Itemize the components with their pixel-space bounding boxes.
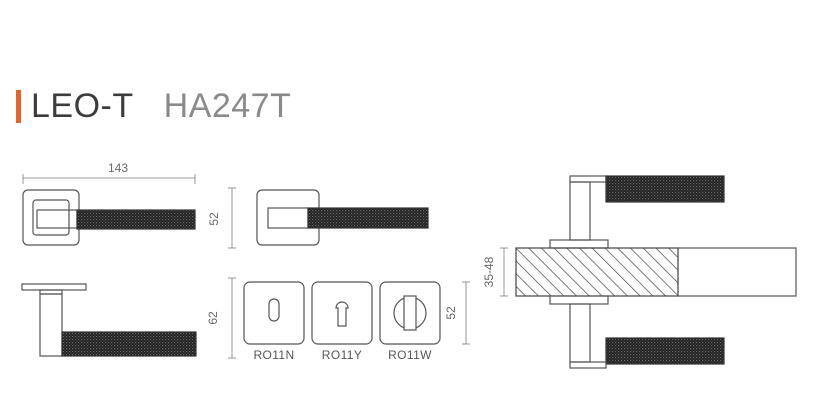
escutcheon-ro11w: [379, 281, 470, 345]
dim-rose-height: 52: [207, 212, 221, 226]
dim-projection: 62: [206, 311, 220, 325]
escutcheon-label: RO11N: [253, 348, 294, 362]
side-view-handle: [21, 277, 236, 359]
escutcheon-ro11y: [311, 281, 373, 345]
dim-door-thickness: 35-48: [482, 256, 496, 287]
door-section-view: [500, 175, 797, 369]
escutcheon-ro11n: [243, 281, 305, 345]
escutcheon-label: RO11Y: [322, 348, 362, 362]
product-header: LEO-T HA247T: [16, 86, 291, 126]
model-name: LEO-T: [31, 86, 134, 125]
model-code: HA247T: [163, 86, 292, 125]
front-view-handle: [22, 174, 236, 249]
escutcheon-label: RO11W: [388, 348, 432, 362]
dim-handle-length: 143: [108, 161, 128, 175]
dim-escutcheon-height: 52: [444, 306, 458, 320]
front-view-handle-alt: [256, 189, 429, 246]
accent-bar: [16, 89, 21, 123]
